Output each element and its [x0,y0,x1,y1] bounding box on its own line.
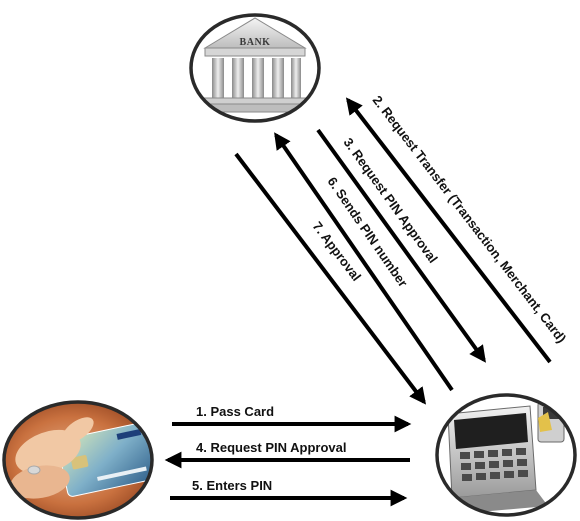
bank-sign-text: BANK [240,37,271,48]
label-sends-pin-number: 6. Sends PIN number [325,174,411,290]
label-request-pin-approval-customer: 4. Request PIN Approval [196,440,347,455]
hand-with-card-icon [4,402,152,518]
label-enters-pin: 5. Enters PIN [192,478,272,493]
customer-node [2,400,154,520]
bank-icon [195,17,315,113]
arrow-approval [234,152,427,405]
label-pass-card: 1. Pass Card [196,404,274,419]
arrow-request-transfer [345,97,552,364]
arrow-sends-pin-number [274,132,454,392]
arrow-request-pin-approval-bank [316,128,486,363]
pos-terminal-node [435,393,577,517]
bank-node: BANK [189,13,321,123]
